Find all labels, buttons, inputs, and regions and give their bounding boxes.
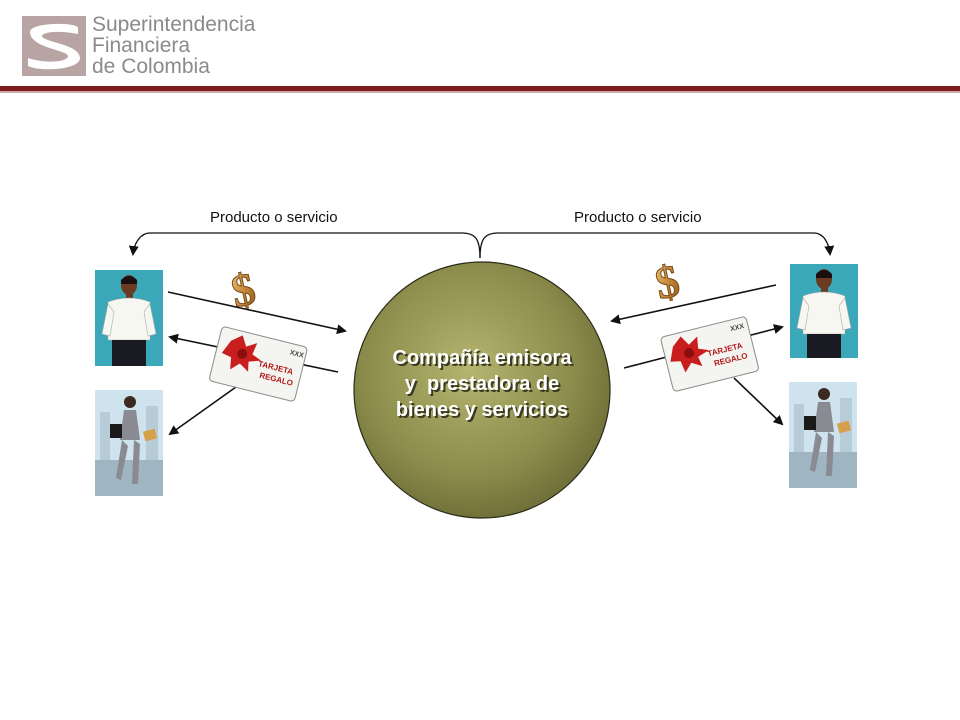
gift-card-mark: XXX	[289, 349, 305, 359]
right-arrow-label: Producto o servicio	[574, 209, 702, 226]
org-name-line-3: de Colombia	[92, 55, 210, 78]
arrow-man-to-company-left	[167, 291, 347, 335]
org-name-line-1: Superintendencia	[92, 13, 256, 36]
bracket-arrow-left	[128, 232, 481, 259]
company-label-line-2: y prestadora de	[404, 373, 560, 395]
header-rule	[0, 86, 960, 91]
man-figure-icon	[790, 264, 858, 358]
company-label-line-1: Compañía emisora	[392, 347, 572, 369]
arrow-card-to-woman-left	[168, 386, 237, 436]
org-name: Superintendencia Financiera de Colombia	[92, 14, 255, 77]
man-figure-icon	[95, 270, 163, 366]
gift-card-icon: XXX TARJETA REGALO	[660, 316, 759, 392]
bracket-arrow-right	[479, 232, 835, 259]
dollar-sign-icon: $	[227, 263, 260, 318]
header-rule-shade	[0, 91, 960, 93]
arrow-card-to-woman-right	[733, 377, 784, 426]
superintendencia-logo-icon	[22, 16, 86, 76]
company-circle	[353, 261, 611, 519]
businesswoman-figure-icon	[95, 390, 163, 496]
org-name-line-2: Financiera	[92, 34, 191, 57]
company-label: Compañía emisora y prestadora de bienes …	[352, 345, 612, 423]
arrow-man-to-company-right	[610, 284, 777, 325]
dollar-sign-icon: $	[651, 255, 684, 310]
businesswoman-figure-icon	[789, 382, 857, 488]
gift-card-mark: XXX	[730, 323, 746, 333]
company-label-line-3: bienes y servicios	[395, 399, 569, 421]
gift-card-icon: XXX TARJETA REGALO	[209, 326, 308, 402]
left-arrow-label: Producto o servicio	[210, 209, 338, 226]
